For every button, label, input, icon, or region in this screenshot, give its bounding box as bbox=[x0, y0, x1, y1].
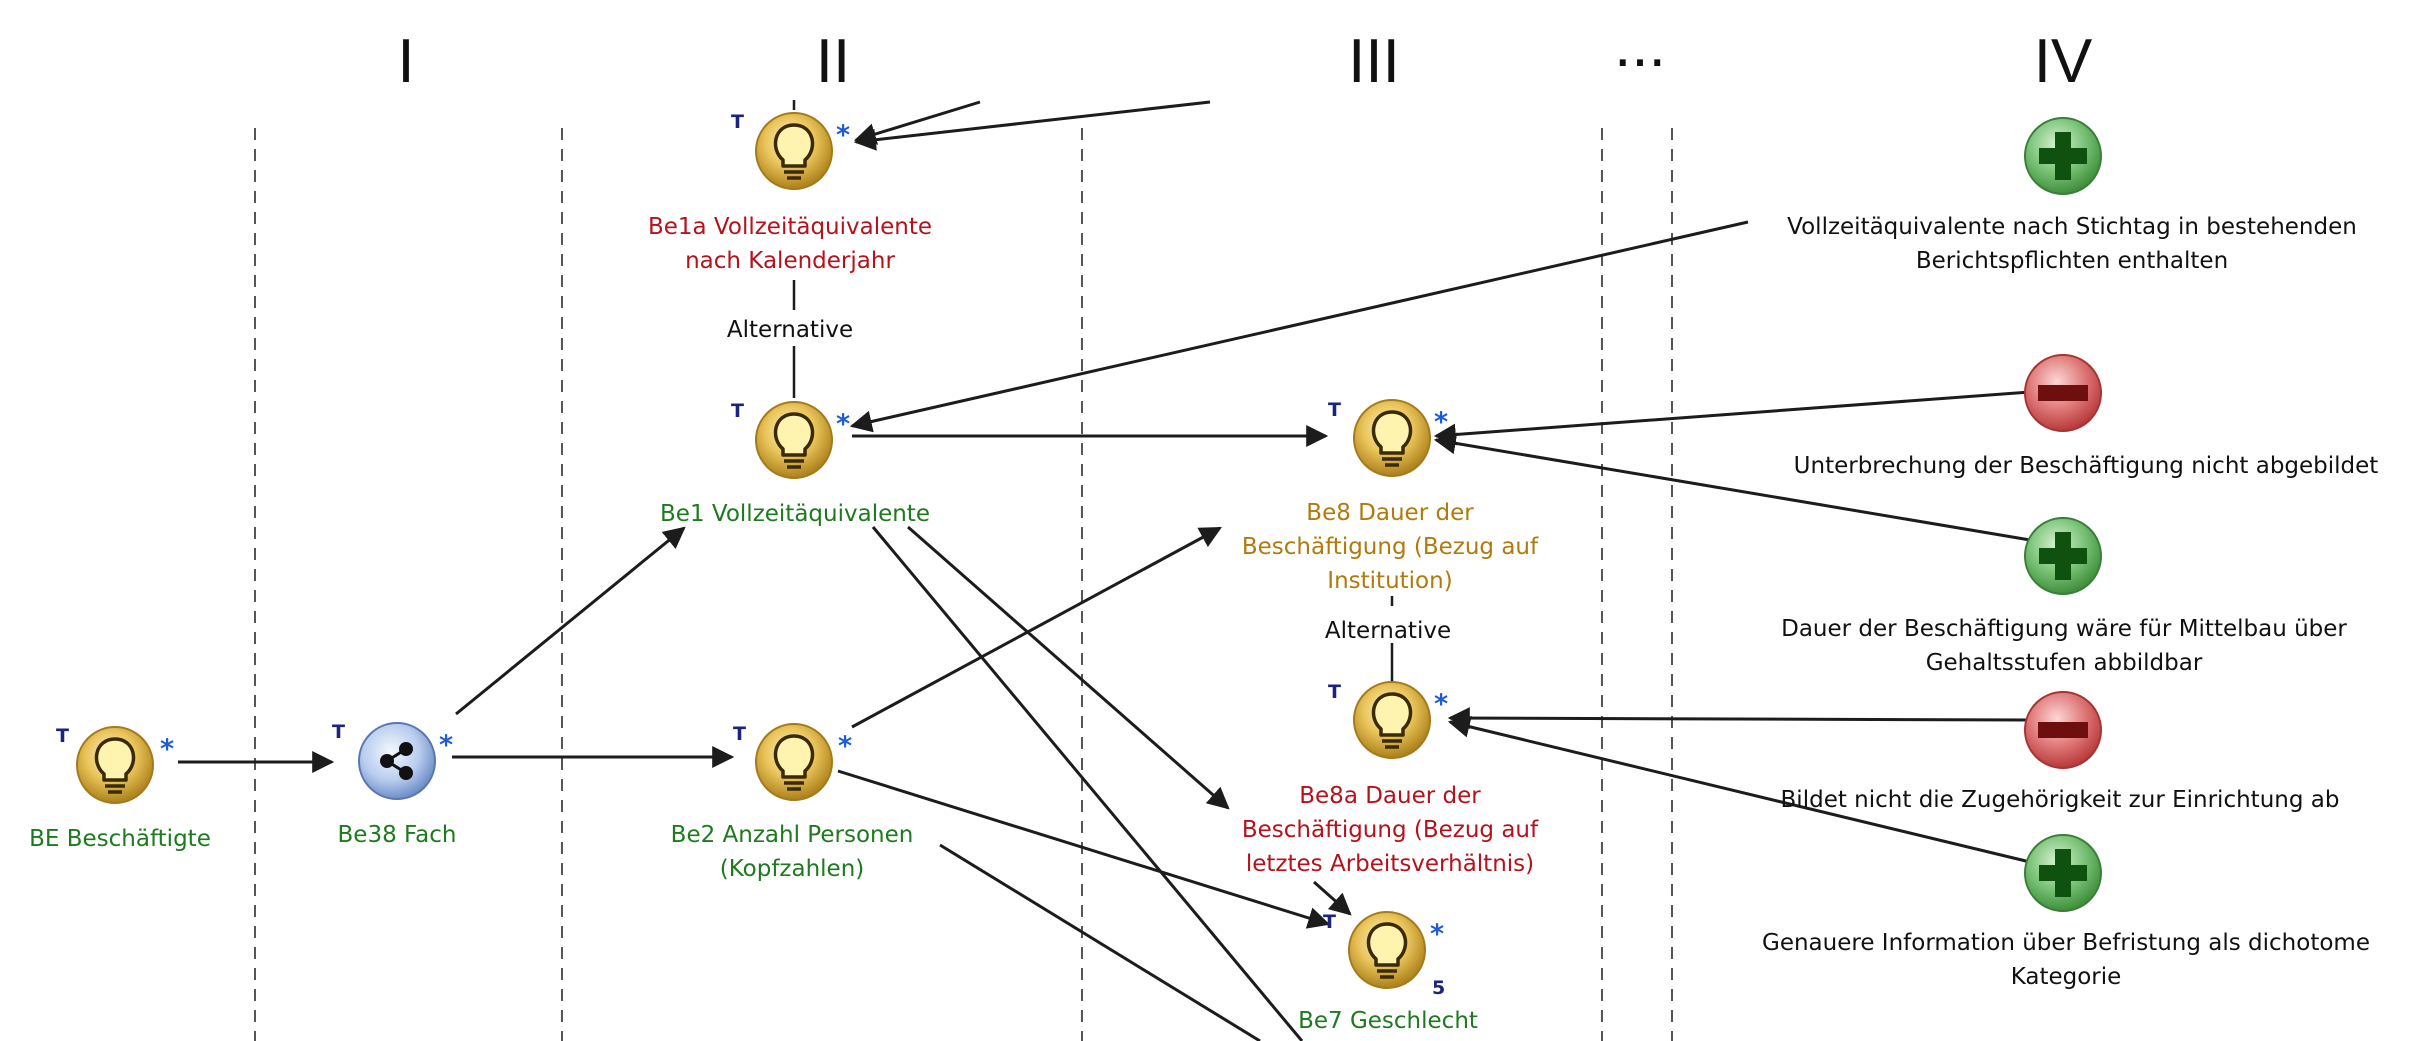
argument-text-line: Vollzeitäquivalente nach Stichtag in bes… bbox=[1787, 214, 2357, 240]
node-label-line: letztes Arbeitsverhältnis) bbox=[1246, 851, 1534, 877]
concept-edges bbox=[178, 100, 1352, 1041]
node-label-line: (Kopfzahlen) bbox=[720, 856, 865, 882]
node-be[interactable]: T * BE Beschäftigte bbox=[29, 725, 211, 852]
node-label: Be7 Geschlecht bbox=[1298, 1008, 1478, 1034]
hub-icon bbox=[357, 721, 437, 801]
star-marker: * bbox=[1434, 689, 1448, 720]
argument-pro-1[interactable]: Vollzeitäquivalente nach Stichtag in bes… bbox=[1787, 117, 2357, 274]
type-marker: T bbox=[1328, 681, 1341, 703]
argument-contra-1[interactable]: Unterbrechung der Beschäftigung nicht ab… bbox=[1794, 354, 2379, 479]
node-label-line: Be1a Vollzeitäquivalente bbox=[648, 214, 932, 240]
node-be8a[interactable]: T * Be8a Dauer der Beschäftigung (Bezug … bbox=[1242, 680, 1539, 877]
node-be8[interactable]: T * Be8 Dauer der Beschäftigung (Bezug a… bbox=[1242, 398, 1539, 594]
alternative-label: Alternative bbox=[1325, 618, 1451, 644]
argument-text-line: Dauer der Beschäftigung wäre für Mittelb… bbox=[1781, 616, 2347, 642]
argument-text-line: Kategorie bbox=[2011, 964, 2122, 990]
star-marker: * bbox=[836, 120, 850, 151]
node-label: BE Beschäftigte bbox=[29, 826, 211, 852]
plus-icon bbox=[2024, 834, 2102, 912]
bulb-icon bbox=[1352, 680, 1432, 760]
edge-arg4-be8a bbox=[1447, 707, 2031, 730]
minus-icon bbox=[2024, 691, 2102, 769]
node-label-line: Be2 Anzahl Personen bbox=[671, 822, 914, 848]
node-be38[interactable]: T * Be38 Fach bbox=[332, 721, 456, 848]
bulb-icon bbox=[754, 722, 834, 802]
type-marker: T bbox=[731, 111, 744, 133]
edge-be1-be8a bbox=[907, 525, 1230, 810]
argument-contra-2[interactable]: Bildet nicht die Zugehörigkeit zur Einri… bbox=[1781, 691, 2340, 813]
node-be1[interactable]: T * Be1 Vollzeitäquivalente bbox=[660, 400, 930, 527]
node-be2[interactable]: T * Be2 Anzahl Personen (Kopfzahlen) bbox=[671, 722, 914, 882]
argument-text-line: Genauere Information über Befristung als… bbox=[1762, 930, 2370, 956]
edge-be2-be8 bbox=[851, 526, 1222, 729]
argument-edges bbox=[849, 220, 2031, 864]
argument-pro-2[interactable]: Dauer der Beschäftigung wäre für Mittelb… bbox=[1781, 517, 2347, 676]
node-label-line: Beschäftigung (Bezug auf bbox=[1242, 534, 1539, 560]
edge-be2-be7 bbox=[837, 769, 1331, 929]
type-marker: T bbox=[332, 721, 345, 743]
star-marker: * bbox=[160, 734, 174, 765]
bulb-icon bbox=[1352, 398, 1432, 478]
alternative-label: Alternative bbox=[727, 317, 853, 343]
plus-icon bbox=[2024, 117, 2102, 195]
count-badge: 5 bbox=[1432, 977, 1445, 999]
edge-be8a-be7 bbox=[1313, 880, 1352, 916]
node-label: Be1 Vollzeitäquivalente bbox=[660, 501, 930, 527]
column-separators bbox=[254, 128, 1673, 1041]
star-marker: * bbox=[439, 730, 453, 761]
node-label: Be38 Fach bbox=[338, 822, 457, 848]
edge-be38-be1 bbox=[455, 526, 686, 716]
bulb-icon bbox=[1347, 910, 1427, 990]
node-label-line: Be8a Dauer der bbox=[1299, 783, 1481, 809]
edge-be1-offscreen bbox=[871, 526, 1304, 1041]
edge-arg2-be8 bbox=[1433, 390, 2031, 446]
star-marker: * bbox=[1430, 919, 1444, 950]
column-headers: I II III ... IV bbox=[397, 11, 2093, 96]
argument-text-line: Unterbrechung der Beschäftigung nicht ab… bbox=[1794, 453, 2379, 479]
bulb-icon bbox=[75, 725, 155, 805]
node-label-line: nach Kalenderjahr bbox=[685, 248, 895, 274]
alternative-links bbox=[792, 100, 1394, 682]
bulb-icon bbox=[754, 111, 834, 191]
edge-arrow bbox=[853, 100, 1211, 151]
type-marker: T bbox=[731, 400, 744, 422]
edge-be2-offscreen bbox=[939, 843, 1261, 1041]
argument-text-line: Gehaltsstufen abbildbar bbox=[1926, 650, 2203, 676]
node-label-line: Be8 Dauer der bbox=[1306, 500, 1474, 526]
edge-arg5-be8a bbox=[1447, 715, 2031, 864]
column-header-i: I bbox=[397, 27, 414, 96]
type-marker: T bbox=[1323, 911, 1336, 933]
column-header-iv: IV bbox=[2034, 27, 2093, 96]
node-label-line: Beschäftigung (Bezug auf bbox=[1242, 817, 1539, 843]
type-marker: T bbox=[733, 723, 746, 745]
node-be1a[interactable]: T * Be1a Vollzeitäquivalente nach Kalend… bbox=[648, 111, 932, 274]
bulb-icon bbox=[754, 400, 834, 480]
star-marker: * bbox=[1434, 407, 1448, 438]
argument-text-line: Berichtspflichten enthalten bbox=[1916, 248, 2228, 274]
argument-pro-3[interactable]: Genauere Information über Befristung als… bbox=[1762, 834, 2370, 990]
star-marker: * bbox=[836, 409, 850, 440]
node-be7[interactable]: T * 5 Be7 Geschlecht bbox=[1298, 910, 1478, 1034]
column-header-iii: III bbox=[1348, 27, 1400, 96]
column-header-ellipsis: ... bbox=[1614, 11, 1666, 80]
type-marker: T bbox=[1328, 399, 1341, 421]
column-header-ii: II bbox=[816, 27, 850, 96]
minus-icon bbox=[2024, 354, 2102, 432]
star-marker: * bbox=[838, 731, 852, 762]
edge-arg3-be8 bbox=[1433, 432, 2031, 542]
argument-text-line: Bildet nicht die Zugehörigkeit zur Einri… bbox=[1781, 787, 2340, 813]
edge-arg1-be1 bbox=[849, 220, 1749, 433]
type-marker: T bbox=[56, 725, 69, 747]
plus-icon bbox=[2024, 517, 2102, 595]
node-label-line: Institution) bbox=[1327, 568, 1452, 594]
